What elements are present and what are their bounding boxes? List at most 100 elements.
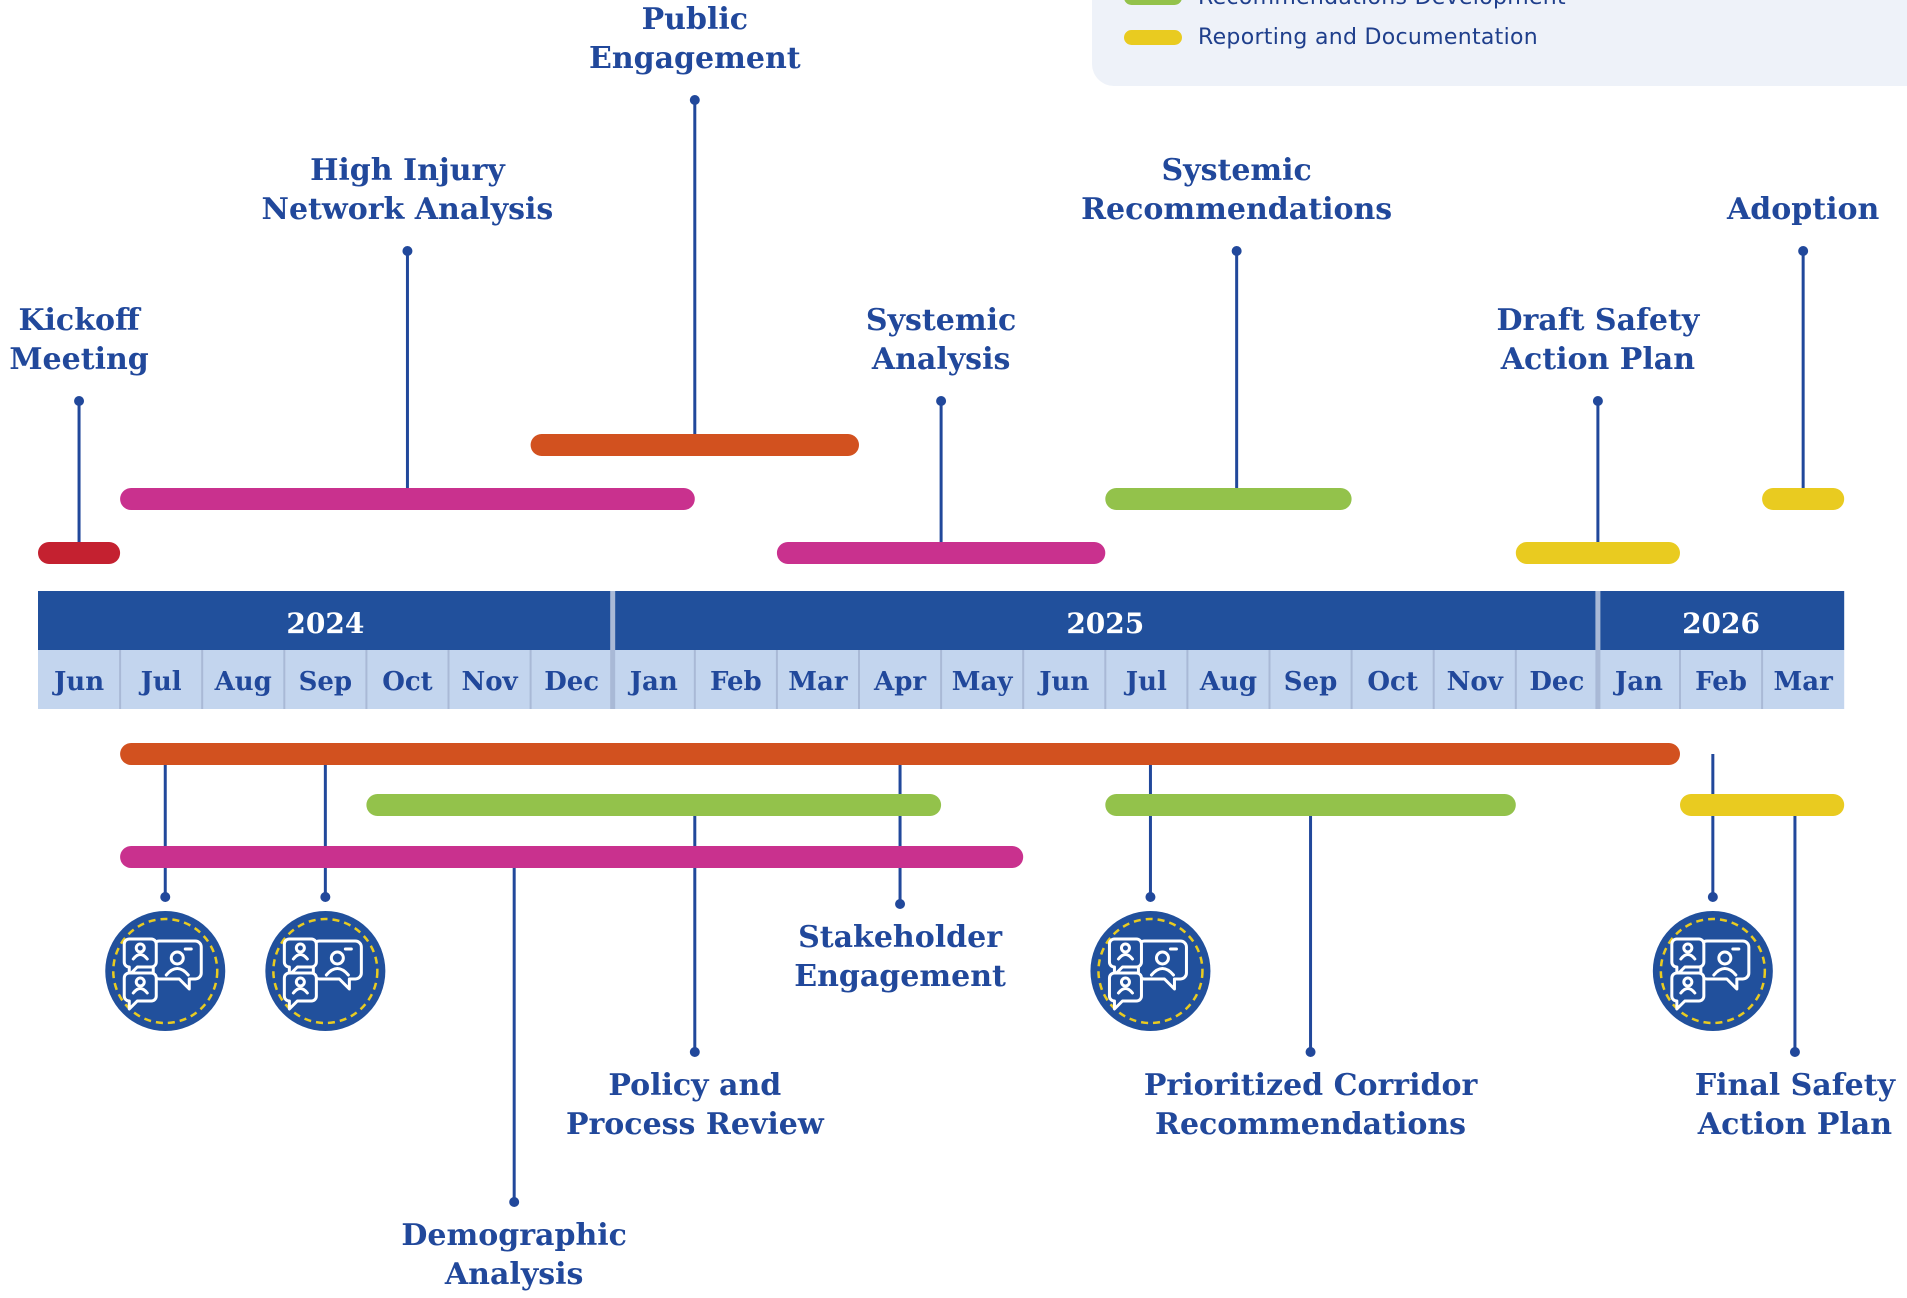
month-label: Oct xyxy=(382,667,433,697)
month-label: Jan xyxy=(628,667,678,697)
bar-final-sap xyxy=(1680,794,1845,816)
month-label: Mar xyxy=(788,667,848,697)
year-label: 2025 xyxy=(1066,607,1144,640)
connector-dot xyxy=(1305,1047,1316,1057)
milestone-label-line: Systemic xyxy=(1161,153,1312,188)
legend-item-reporting: Reporting and Documentation xyxy=(1124,22,1538,52)
milestone-label-line: Process Review xyxy=(565,1107,824,1142)
bar-policy xyxy=(366,794,942,816)
connector-dot xyxy=(689,1047,700,1057)
milestone-label-line: Final Safety xyxy=(1694,1068,1896,1103)
meeting-connector-dot xyxy=(320,892,331,902)
month-label: Apr xyxy=(873,667,926,697)
milestone-label-line: Kickoff xyxy=(18,303,140,338)
milestone-label-line: Action Plan xyxy=(1500,342,1696,377)
milestone-label-line: Draft Safety xyxy=(1496,303,1700,338)
connector-dot xyxy=(1789,1047,1800,1057)
meeting-chat-icon xyxy=(265,911,386,1031)
meeting-chat-icon xyxy=(1090,911,1211,1031)
bar-demographic xyxy=(120,846,1024,868)
month-label: Mar xyxy=(1773,667,1833,697)
bar-systemic-recs xyxy=(1105,488,1352,510)
month-label: Jun xyxy=(52,667,104,697)
milestone-label-adoption: Adoption xyxy=(1727,190,1879,229)
month-label: Jun xyxy=(1037,667,1089,697)
milestone-label-line: Engagement xyxy=(794,959,1006,994)
month-label: Jan xyxy=(1613,667,1663,697)
month-label: May xyxy=(952,667,1014,697)
bar-adoption xyxy=(1762,488,1845,510)
month-label: Feb xyxy=(1695,667,1747,697)
milestone-label-line: Network Analysis xyxy=(261,192,554,227)
bar-kickoff xyxy=(38,542,121,564)
legend-item-recommendations: Recommendations Development xyxy=(1124,0,1566,12)
legend-label-recommendations: Recommendations Development xyxy=(1198,0,1566,10)
connector-dot xyxy=(895,899,906,909)
month-label: Jul xyxy=(1124,667,1167,697)
month-label: Sep xyxy=(299,667,353,697)
meeting-connector-dot xyxy=(1707,892,1718,902)
milestone-label-line: Stakeholder xyxy=(798,920,1002,955)
month-label: Aug xyxy=(214,667,272,697)
bar-corridor xyxy=(1105,794,1516,816)
milestone-label-line: Policy and xyxy=(608,1068,782,1103)
milestone-label-line: Public xyxy=(641,2,748,37)
bar-stakeholder xyxy=(120,743,1681,765)
legend-swatch-reporting xyxy=(1124,29,1182,45)
connector-dot xyxy=(509,1197,520,1207)
month-label: Sep xyxy=(1284,667,1338,697)
milestone-label-line: Recommendations xyxy=(1081,192,1393,227)
meeting-connector-dot xyxy=(1145,892,1156,902)
bar-hin xyxy=(120,488,695,510)
meeting-chat-icon xyxy=(105,911,226,1031)
month-label: Dec xyxy=(544,667,599,697)
connector-dot xyxy=(1798,246,1809,256)
month-label: Nov xyxy=(461,667,518,697)
connector-dot xyxy=(402,246,413,256)
year-label: 2024 xyxy=(286,607,364,640)
month-label: Oct xyxy=(1367,667,1418,697)
legend-swatch-recommendations xyxy=(1124,0,1182,5)
milestone-label-line: Adoption xyxy=(1726,192,1880,227)
connector-dot xyxy=(936,396,947,406)
connector-dot xyxy=(1592,396,1603,406)
bar-public xyxy=(530,434,859,456)
bar-systemic-analysis xyxy=(776,542,1106,564)
milestone-label-line: Systemic xyxy=(865,303,1017,338)
legend-label-reporting: Reporting and Documentation xyxy=(1198,24,1539,50)
milestone-label-line: Action Plan xyxy=(1697,1107,1893,1142)
milestone-label-line: Analysis xyxy=(871,342,1011,377)
milestone-label-line: Recommendations xyxy=(1155,1107,1467,1142)
legend: Recommendations Development Reporting an… xyxy=(1092,0,1907,86)
milestone-label-line: Analysis xyxy=(444,1257,584,1292)
milestone-label-line: Meeting xyxy=(9,342,149,377)
milestone-label-line: High Injury xyxy=(310,153,505,188)
meeting-connector-dot xyxy=(160,892,171,902)
milestone-label-line: Prioritized Corridor xyxy=(1143,1068,1478,1103)
connector-dot xyxy=(74,396,85,406)
meeting-chat-icon xyxy=(1652,911,1773,1031)
month-label: Aug xyxy=(1199,667,1257,697)
bar-draft-sap xyxy=(1515,542,1680,564)
connector-dot xyxy=(689,95,700,105)
year-label: 2026 xyxy=(1682,607,1760,640)
month-label: Dec xyxy=(1529,667,1584,697)
month-label: Feb xyxy=(710,667,762,697)
connector-dot xyxy=(1231,246,1242,256)
milestone-label-line: Demographic xyxy=(401,1218,627,1253)
month-label: Nov xyxy=(1447,667,1504,697)
milestone-label-line: Engagement xyxy=(588,41,801,76)
